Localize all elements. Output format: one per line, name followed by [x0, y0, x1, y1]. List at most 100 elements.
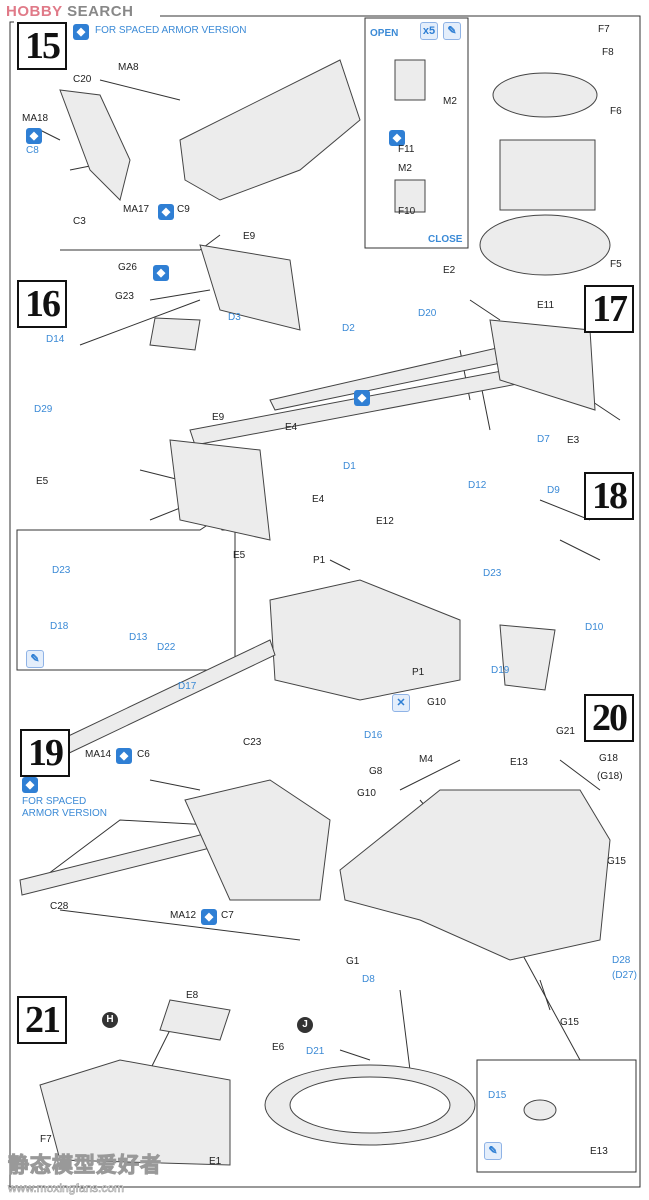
step-number-19: 19	[20, 729, 70, 777]
gun-barrel-19	[19, 829, 223, 896]
part-label-c20: C20	[73, 74, 92, 85]
part-label-f5: F5	[610, 259, 622, 270]
moxingfans-watermark: 静态模型爱好者	[8, 1154, 162, 1178]
part-label-d27: (D27)	[612, 970, 638, 981]
part-label-d17: D17	[178, 681, 197, 692]
part-label-g10: G10	[357, 788, 376, 799]
part-label-d29: D29	[34, 404, 53, 415]
part-label-ma18: MA18	[22, 113, 49, 124]
part-label-g21: G21	[556, 726, 575, 737]
part-label-g26: G26	[118, 262, 137, 273]
part-label-f11: F11	[398, 144, 415, 155]
part-label-d2: D2	[342, 323, 355, 334]
drill-hole-icon: ✕	[392, 694, 410, 712]
part-label-ma8: MA8	[118, 62, 139, 73]
spaced-armor-icon: ◆	[116, 748, 132, 764]
part-e6-ring-inner	[289, 1076, 451, 1134]
part-label-e1: E1	[209, 1156, 222, 1167]
part-label-m2: M2	[443, 96, 457, 107]
part-label-e9: E9	[212, 412, 225, 423]
part-label-d18: D18	[50, 621, 69, 632]
part-label-m4: M4	[419, 754, 433, 765]
turret-e13	[339, 789, 611, 961]
paint-brush-icon: ✎	[484, 1142, 502, 1160]
step-number-18: 18	[584, 472, 634, 520]
leader-lines-18	[139, 469, 601, 571]
part-label-g15: G15	[560, 1017, 579, 1028]
leader-lines-17	[459, 299, 621, 431]
step-number-20: 20	[584, 694, 634, 742]
part-label-open: OPEN	[370, 28, 399, 39]
part-label-f7: F7	[598, 24, 610, 35]
part-label-d9: D9	[547, 485, 560, 496]
part-label-d8: D8	[362, 974, 375, 985]
step-number-21: 21	[17, 996, 67, 1044]
part-label-close: CLOSE	[428, 234, 463, 245]
marker-j: J	[297, 1017, 313, 1033]
part-label-d23: D23	[52, 565, 71, 576]
part-label-e11: E11	[537, 300, 555, 311]
part-label-d7: D7	[537, 434, 550, 445]
part-label-e12: E12	[376, 516, 394, 527]
part-label-g18: (G18)	[597, 771, 623, 782]
spaced-armor-icon: ◆	[73, 24, 89, 40]
step-number-15: 15	[17, 22, 67, 70]
part-label-e8: E8	[186, 990, 199, 1001]
part-label-c7: C7	[221, 910, 234, 921]
part-label-d28: D28	[612, 955, 631, 966]
part-label-c6: C6	[137, 749, 150, 760]
spaced-armor-icon: ◆	[153, 265, 169, 281]
part-label-p1: P1	[412, 667, 425, 678]
part-e1-shell	[39, 1059, 231, 1166]
part-label-f8: F8	[602, 47, 614, 58]
part-d19	[499, 624, 556, 691]
periscope-ring-parts	[499, 139, 596, 211]
marker-h: H	[102, 1012, 118, 1028]
part-label-d23: D23	[483, 568, 502, 579]
page-frame	[9, 15, 641, 1188]
paint-brush-icon: ✎	[26, 650, 44, 668]
part-label-d16: D16	[364, 730, 383, 741]
part-e11	[489, 319, 596, 411]
spaced-armor-icon: ◆	[389, 130, 405, 146]
part-label-c8: C8	[26, 145, 39, 156]
spaced-armor-note-line2: ARMOR VERSION	[22, 808, 108, 819]
spaced-armor-icon: ◆	[354, 390, 370, 406]
part-f6	[492, 72, 598, 118]
part-d3	[149, 317, 201, 351]
part-label-ma14: MA14	[85, 749, 112, 760]
spaced-armor-icon: ◆	[26, 128, 42, 144]
part-label-d3: D3	[228, 312, 241, 323]
callout-line	[519, 949, 581, 1061]
part-label-c23: C23	[243, 737, 262, 748]
part-e9	[199, 244, 301, 331]
part-label-d21: D21	[306, 1046, 325, 1057]
spaced-armor-icon: ◆	[201, 909, 217, 925]
part-label-d13: D13	[129, 632, 148, 643]
part-label-d15: D15	[488, 1090, 507, 1101]
part-e8	[159, 999, 231, 1041]
part-label-e5: E5	[233, 550, 246, 561]
part-label-d10: D10	[585, 622, 604, 633]
part-d15	[523, 1099, 557, 1121]
part-label-f6: F6	[610, 106, 622, 117]
part-label-e4: E4	[312, 494, 325, 505]
part-label-c28: C28	[50, 901, 69, 912]
part-label-e6: E6	[272, 1042, 285, 1053]
part-label-ma17: MA17	[123, 204, 150, 215]
part-label-d1: D1	[343, 461, 356, 472]
spaced-armor-note-line1: FOR SPACED	[22, 796, 87, 807]
part-label-p1: P1	[313, 555, 326, 566]
part-c20	[59, 89, 131, 201]
part-label-f10: F10	[398, 206, 416, 217]
part-label-d20: D20	[418, 308, 437, 319]
watermark-text: SEARCH	[67, 3, 134, 20]
moxingfans-url: www.moxingfans.com	[8, 1181, 125, 1196]
part-label-g18: G18	[599, 753, 618, 764]
gun-mount-19	[184, 779, 331, 901]
part-label-g23: G23	[115, 291, 134, 302]
part-label-e3: E3	[567, 435, 580, 446]
part-label-d14: D14	[46, 334, 65, 345]
